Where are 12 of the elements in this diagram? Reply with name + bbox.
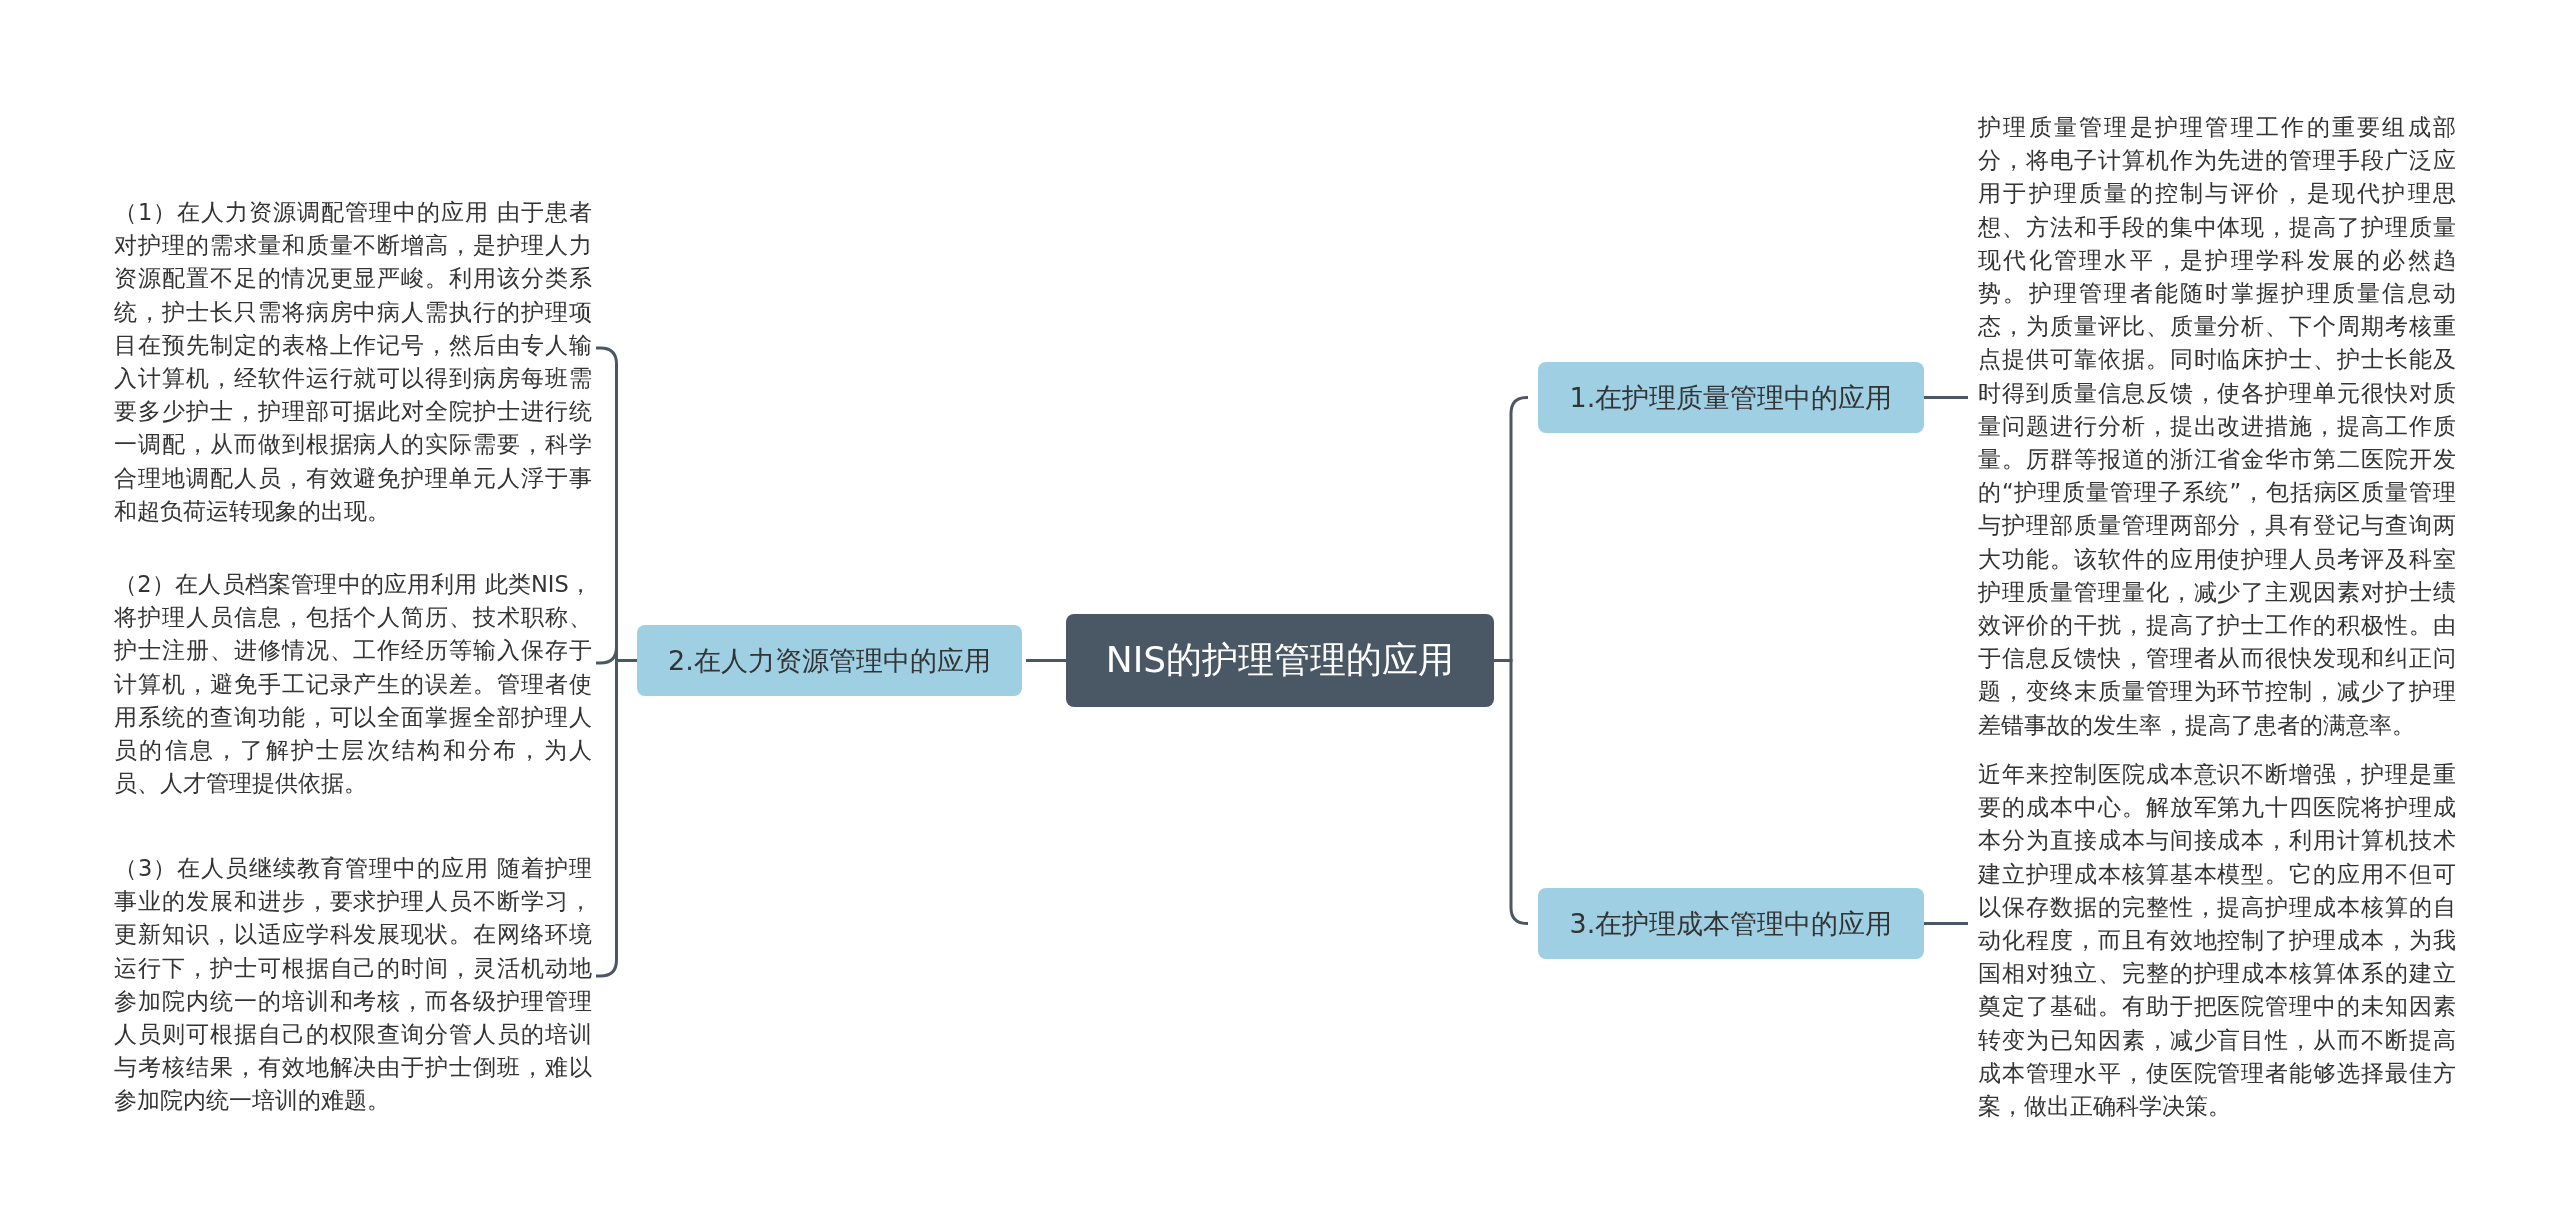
connector-line	[1924, 396, 1968, 399]
paragraph: 近年来控制医院成本意识不断增强，护理是重要的成本中心。解放军第九十四医院将护理成本分为直接成本与间接成本，利用计算机技术建立护理成本核算基本模型。它的应用不但可以保存数据的完整性，提高护理成本核算的自动化程度，而且有效地控制了护理成本，为我国相对独立、完整的护理成本核算体系的建立奠定了基础。有助于把医院管理中的未知因素转变为已知因素，减少盲目性，从而不断提高成本管理水平，使医院管理者能够选择最佳方案，做出正确科学决策。	[1978, 758, 2456, 1124]
paragraph: （2）在人员档案管理中的应用利用 此类NIS，将护理人员信息，包括个人简历、技术职称、护士注册、进修情况、工作经历等输入保存于计算机，避免手工记录产生的误差。管理者使用系统的查询功能，可以全面掌握全部护理人员的信息，了解护士层次结构和分布，为人员、人才管理提供依据。	[114, 568, 592, 801]
topic-box: 1.在护理质量管理中的应用	[1538, 362, 1924, 433]
paragraph: 护理质量管理是护理管理工作的重要组成部分，将电子计算机作为先进的管理手段广泛应用于护理质量的控制与评价，是现代护理思想、方法和手段的集中体现，提高了护理质量现代化管理水平，是护理学科发展的必然趋势。护理管理者能随时掌握护理质量信息动态，为质量评比、质量分析、下个周期考核重点提供可靠依据。同时临床护士、护士长能及时得到质量信息反馈，使各护理单元很快对质量问题进行分析，提出改进措施，提高工作质量。厉群等报道的浙江省金华市第二医院开发的“护理质量管理子系统”，包括病区质量管理与护理部质量管理两部分，具有登记与查询两大功能。该软件的应用使护理人员考评及科室护理质量管理量化，减少了主观因素对护士绩效评价的干扰，提高了护士工作的积极性。由于信息反馈快，管理者从而很快发现和纠正问题，变终末质量管理为环节控制，减少了护理差错事故的发生率，提高了患者的满意率。	[1978, 111, 2456, 742]
paragraph: （1）在人力资源调配管理中的应用 由于患者对护理的需求量和质量不断增高，是护理人力资源配置不足的情况更显严峻。利用该分类系统，护士长只需将病房中病人需执行的护理项目在预先制定的表格上作记号，然后由专人输入计算机，经软件运行就可以得到病房每班需要多少护士，护理部可据此对全院护士进行统一调配，从而做到根据病人的实际需要，科学合理地调配人员，有效避免护理单元人浮于事和超负荷运转现象的出现。	[114, 196, 592, 529]
connector-line	[1026, 659, 1066, 662]
topic-box: 3.在护理成本管理中的应用	[1538, 888, 1924, 959]
connector-line	[1924, 922, 1968, 925]
paragraph: （3）在人员继续教育管理中的应用 随着护理事业的发展和进步，要求护理人员不断学习，更新知识，以适应学科发展现状。在网络环境运行下，护士可根据自己的时间，灵活机动地参加院内统一的培训和考核，而各级护理管理人员则可根据自己的权限查询分管人员的培训与考核结果，有效地解决由于护士倒班，难以参加院内统一培训的难题。	[114, 852, 592, 1118]
topic-box: 2.在人力资源管理中的应用	[637, 625, 1022, 696]
central-topic-box: NIS的护理管理的应用	[1066, 614, 1494, 707]
